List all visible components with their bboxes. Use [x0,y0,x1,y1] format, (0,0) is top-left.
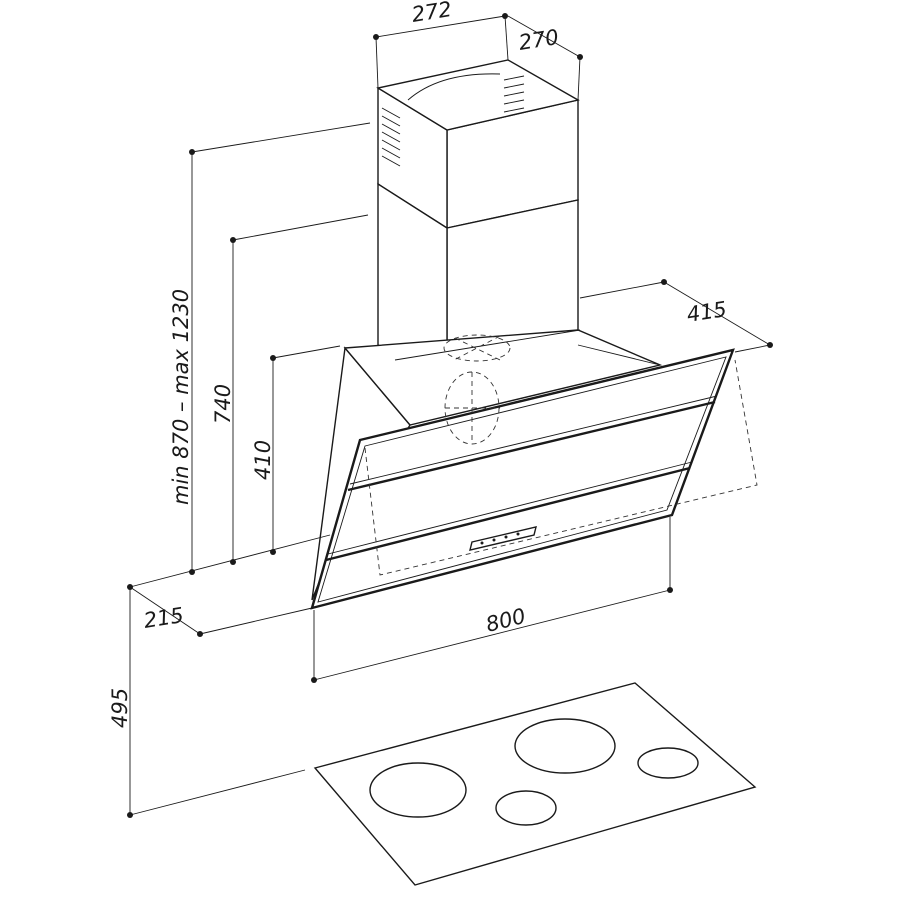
dim-410-label: 410 [251,440,275,480]
exhaust-top-dashed [443,334,511,362]
cooktop-surface [313,682,757,886]
dim-270-label: 270 [517,25,560,55]
dim-495-label: 495 [108,688,132,728]
cooktop [313,682,757,886]
burner-large-right [514,718,616,774]
dimension-lines [127,13,773,818]
glass-panel [310,348,735,610]
dim-215-label: 215 [142,603,185,633]
left-vent-icon [381,107,401,167]
chimney [376,59,580,377]
burner-small-front [495,790,557,826]
burner-large-left [369,762,467,818]
dim-740-label: 740 [211,384,235,424]
dim-272-label: 272 [410,0,453,27]
control-panel [469,526,537,551]
dim-415-label: 415 [685,297,728,327]
dim-total-height-label: min 870 – max 1230 [169,289,193,505]
burner-small-right [637,747,699,779]
chimney-top-opening [407,73,501,101]
hood-hidden-outline [364,359,758,576]
dim-800-label: 800 [483,604,528,637]
right-vent-icon [503,75,525,113]
hood-body [310,329,758,610]
